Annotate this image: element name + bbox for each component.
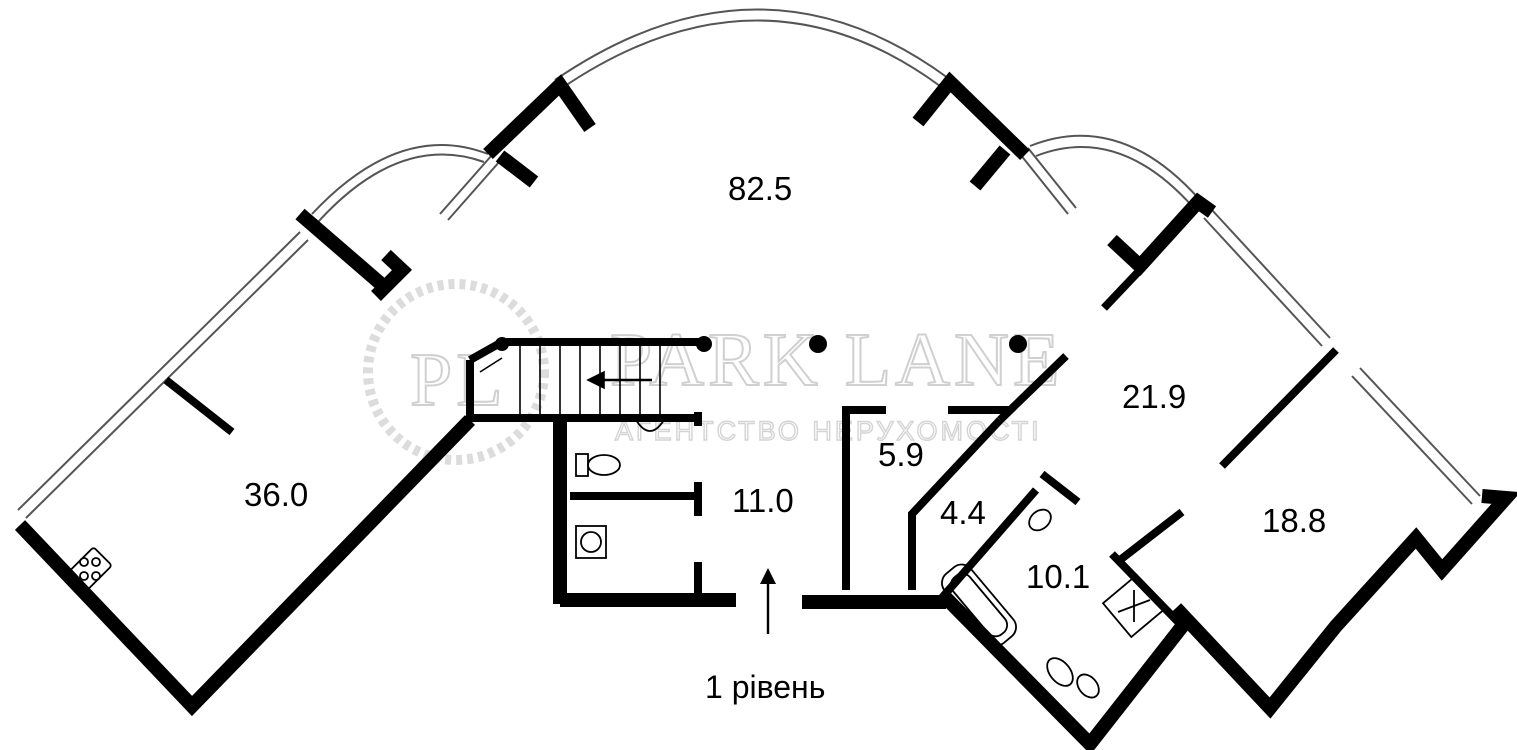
wall-bath-west	[936, 487, 1040, 603]
wall-hall-west-pier	[483, 74, 596, 160]
room-area-hall: 82.5	[728, 170, 792, 207]
wall-kitchen-divider	[163, 376, 235, 436]
wall-kitchen-north	[295, 208, 393, 296]
interior-walls	[163, 267, 1339, 629]
wall-kitchen-stub	[371, 249, 413, 301]
room-area-closet: 4.4	[940, 494, 986, 531]
wall-diag-1	[997, 353, 1069, 423]
stair-arrow-icon	[586, 370, 605, 390]
room-area-corridor: 11.0	[732, 482, 794, 519]
exterior-walls	[14, 71, 1517, 750]
window-arc-east	[1029, 134, 1201, 207]
entrance-arrow	[760, 568, 776, 634]
wall-east-room	[1170, 489, 1517, 719]
bathtub-icon	[941, 563, 1017, 647]
wall-bedroom-divider	[1219, 347, 1339, 469]
entrance-arrow-icon	[760, 568, 776, 584]
window-east-lower	[1351, 367, 1481, 505]
watermark-wreath-icon	[363, 279, 549, 465]
toilet-icon	[575, 453, 621, 477]
wc-sink-icon	[635, 419, 665, 432]
wall-hall-west-fin	[495, 150, 539, 188]
window-arc-west	[311, 143, 489, 223]
wall-east-corner	[1107, 192, 1217, 276]
window-arc-main	[554, 8, 949, 89]
window-arc-west-bay	[439, 154, 501, 221]
watermark-title: PARK LANE	[610, 318, 1063, 402]
columns	[495, 335, 1027, 353]
level-caption: 1 рівень	[705, 669, 825, 705]
bath-toilet-icon	[1046, 657, 1100, 699]
wall-diag-2	[1101, 267, 1143, 311]
room-area-bedroom: 18.8	[1262, 502, 1326, 539]
column-stair	[495, 337, 509, 351]
column-3	[1009, 335, 1027, 353]
room-area-bathroom: 10.1	[1026, 558, 1090, 595]
column-2	[809, 335, 827, 353]
fixtures	[68, 419, 1167, 699]
wall-bath-south	[941, 593, 1190, 750]
staircase	[479, 344, 661, 418]
wall-bath-north	[1039, 470, 1081, 506]
wall-storage	[842, 406, 886, 590]
room-area-kitchen: 36.0	[244, 476, 308, 513]
washer-icon	[575, 525, 607, 559]
wall-closet	[908, 417, 1003, 590]
room-area-storage: 5.9	[878, 436, 924, 473]
bath-sink-icon	[1028, 508, 1052, 532]
wall-kitchen-southwest	[14, 415, 476, 717]
room-area-room-east: 21.9	[1122, 378, 1186, 415]
wall-bath-door	[1109, 551, 1185, 629]
stove-icon	[68, 547, 112, 591]
window-arc-east-bay	[1019, 147, 1077, 215]
wall-bath-east	[1117, 508, 1185, 564]
column-1	[696, 336, 712, 352]
watermark: PL PARK LANE АГЕНТСТВО НЕРУХОМОСТІ	[363, 279, 1063, 465]
wall-hall-east-fin	[969, 145, 1011, 191]
wall-hall-east-pier	[912, 71, 1030, 161]
shower-icon	[1101, 573, 1167, 639]
window-east-upper	[1203, 209, 1331, 347]
